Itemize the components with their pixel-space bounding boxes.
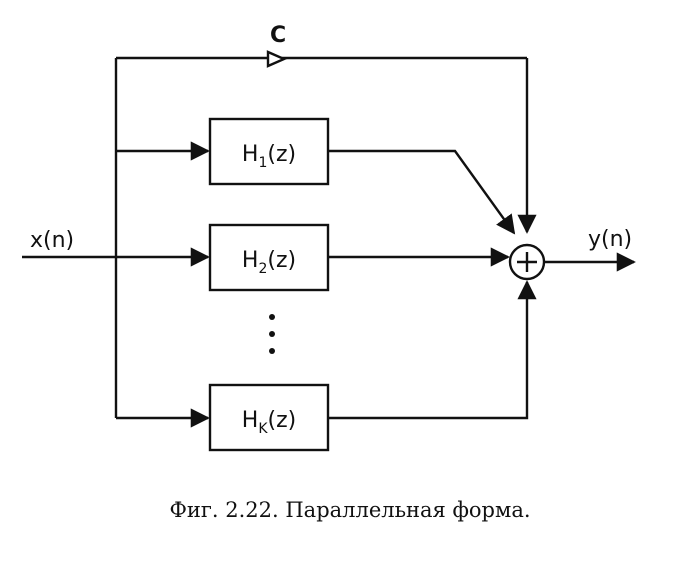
figure-caption: Фиг. 2.22. Параллельная форма.	[169, 498, 531, 522]
hk-output-arrow	[328, 280, 537, 420]
block-h1	[208, 117, 330, 186]
output-label: y(n)	[588, 227, 632, 252]
h1-output-arrow	[328, 149, 516, 235]
gain-label: C	[270, 23, 286, 48]
block-hk-label: HK(z)	[242, 408, 296, 437]
input-label: x(n)	[30, 228, 74, 253]
ellipsis-dot	[269, 348, 275, 354]
ellipsis-dot	[269, 331, 275, 337]
block-h1-label: H1(z)	[242, 142, 296, 171]
block-hk	[208, 383, 330, 452]
block-h2-label: H2(z)	[242, 248, 296, 277]
ellipsis-dot	[269, 314, 275, 320]
gain-triangle-icon	[266, 50, 287, 68]
block-h2	[208, 223, 330, 292]
